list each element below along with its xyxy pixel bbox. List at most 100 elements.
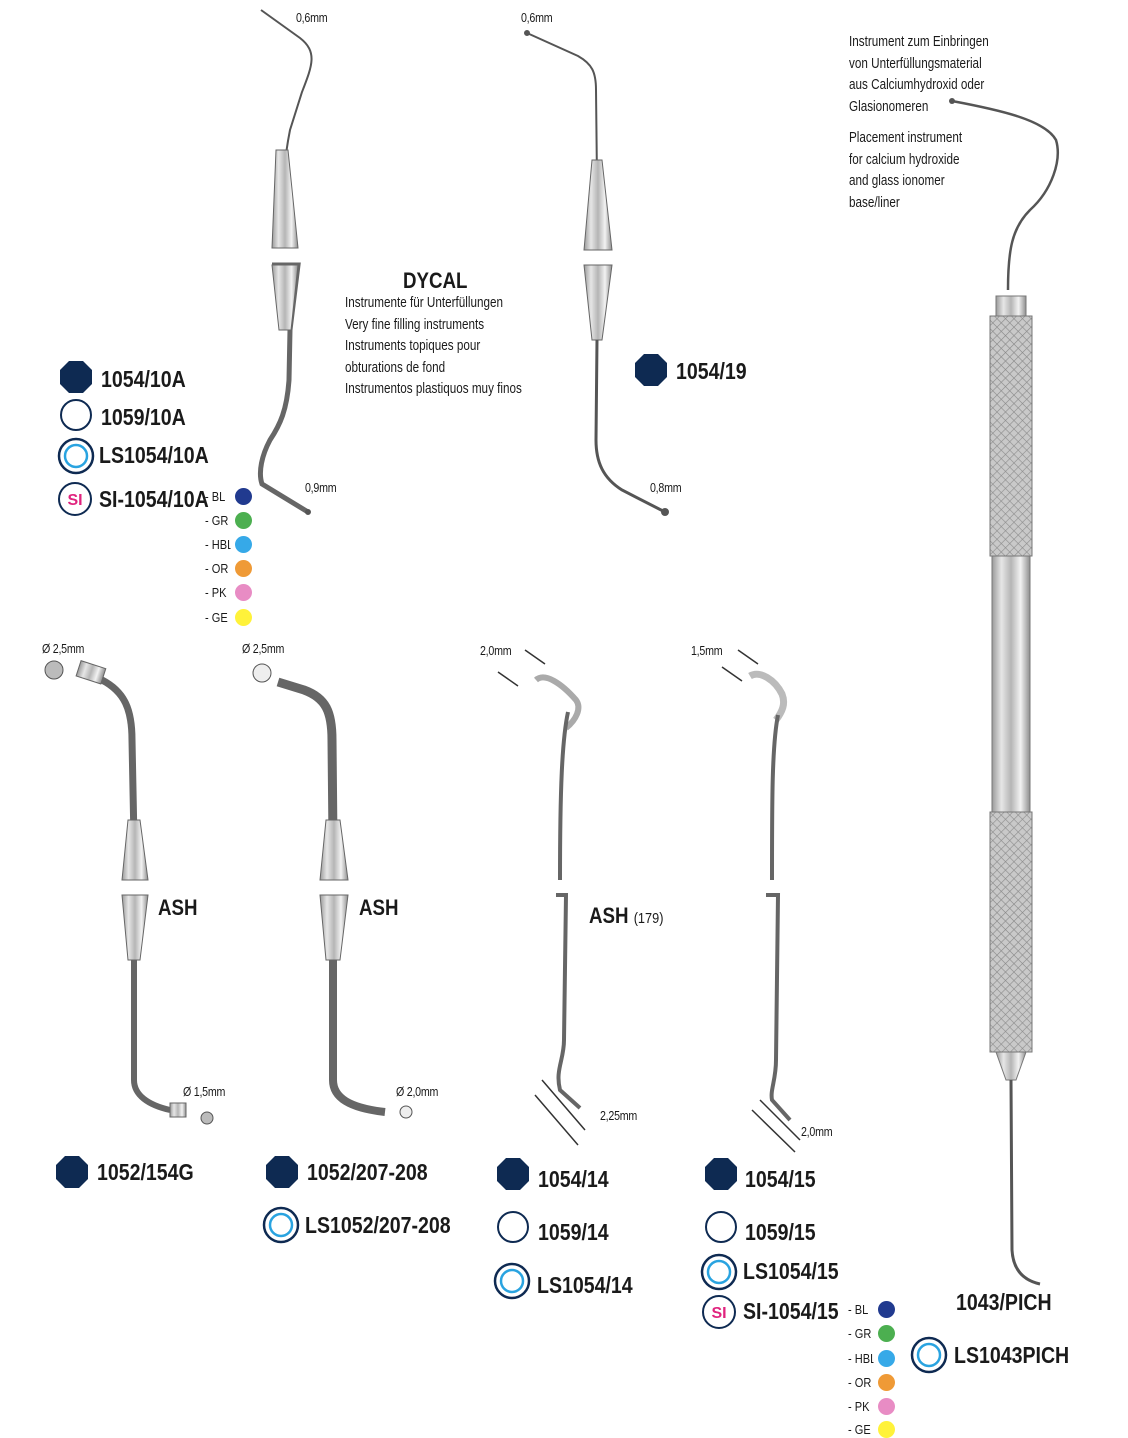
color-option-label: - PK <box>848 1399 870 1414</box>
product-code: 1059/10A <box>101 404 186 430</box>
dim-label: 0,8mm <box>650 480 682 495</box>
color-option-label: - HBL <box>848 1351 874 1366</box>
placement-line: aus Calciumhydroxid oder <box>849 76 985 93</box>
instrument-1043-pich <box>949 98 1059 1286</box>
product-code: 1052/154G <box>97 1159 194 1185</box>
color-dot <box>878 1325 895 1342</box>
product-code: 1054/14 <box>538 1166 609 1192</box>
color-dot <box>235 512 252 529</box>
instrument-1052-154g <box>44 660 214 1125</box>
placement-line: for calcium hydroxide <box>849 150 960 168</box>
placement-line: von Unterfüllungsmaterial <box>849 54 982 72</box>
placement-line: base/liner <box>849 193 900 211</box>
double-ring-icon <box>57 437 95 475</box>
color-option[interactable]: - GR <box>848 1325 895 1342</box>
color-option-label: - OR <box>205 561 229 576</box>
dim-label: 0,6mm <box>296 10 328 25</box>
instrument-1054-15 <box>721 649 801 1153</box>
instrument-1052-207-208 <box>252 663 413 1119</box>
ash-label: ASH <box>158 895 198 920</box>
color-option[interactable]: - GE <box>205 609 252 626</box>
ash-number: (179) <box>633 910 664 927</box>
color-dot <box>878 1350 895 1367</box>
dim-label: Ø 2,0mm <box>396 1084 439 1099</box>
color-option[interactable]: - HBL <box>205 536 252 553</box>
color-option[interactable]: - OR <box>848 1374 895 1391</box>
product-code: LS1054/15 <box>743 1258 839 1284</box>
product-code: 1043/PICH <box>956 1289 1052 1315</box>
instrument-1054-19 <box>524 30 669 516</box>
placement-description-en: Placement instrument for calcium hydroxi… <box>849 127 962 213</box>
color-dot <box>878 1301 895 1318</box>
color-option[interactable]: - PK <box>848 1398 895 1415</box>
color-option-label: - GR <box>205 513 229 528</box>
color-dot <box>235 536 252 553</box>
dycal-description: Instrumente für Unterfüllungen Very fine… <box>345 292 522 400</box>
product-code: 1054/19 <box>676 358 747 384</box>
dycal-line: Very fine filling instruments <box>345 315 485 333</box>
color-dot <box>235 584 252 601</box>
double-ring-icon <box>493 1262 531 1300</box>
octagon-icon <box>705 1158 737 1190</box>
dim-label: 2,0mm <box>801 1124 833 1139</box>
product-code: LS1052/207-208 <box>305 1212 451 1238</box>
color-option[interactable]: - HBL <box>848 1350 895 1367</box>
dycal-line: obturations de fond <box>345 358 446 376</box>
color-option[interactable]: - OR <box>205 560 252 577</box>
color-option-label: - GE <box>848 1422 871 1437</box>
ash-label-text: ASH <box>589 903 629 928</box>
color-option-label: - OR <box>848 1375 872 1390</box>
color-option-label: - GR <box>848 1326 872 1341</box>
octagon-icon <box>266 1156 298 1188</box>
color-option[interactable]: - PK <box>205 584 252 601</box>
si-text: SI <box>711 1305 726 1322</box>
product-code: LS1043PICH <box>954 1342 1070 1368</box>
dim-label: 2,0mm <box>480 643 512 658</box>
dycal-line: Instrumente für Unterfüllungen <box>345 294 504 311</box>
product-code: 1059/15 <box>745 1219 816 1245</box>
color-option[interactable]: - GE <box>848 1421 895 1438</box>
color-option[interactable]: - BL <box>205 488 252 505</box>
product-code: 1059/14 <box>538 1219 609 1245</box>
dim-label: 0,6mm <box>521 10 553 25</box>
dycal-line: Instrumentos plastiquos muy finos <box>345 380 522 397</box>
octagon-icon <box>60 361 92 393</box>
color-option[interactable]: - BL <box>848 1301 895 1318</box>
octagon-icon <box>497 1158 529 1190</box>
product-code: 1054/15 <box>745 1166 816 1192</box>
si-text: SI <box>67 492 82 509</box>
octagon-icon <box>635 354 667 386</box>
double-ring-icon <box>700 1253 738 1291</box>
ring-icon <box>497 1211 529 1243</box>
color-dot <box>878 1421 895 1438</box>
instrument-1054-14 <box>497 649 586 1146</box>
double-ring-icon <box>910 1336 948 1374</box>
product-code: LS1054/14 <box>537 1272 633 1298</box>
color-dot <box>878 1398 895 1415</box>
color-dot <box>235 560 252 577</box>
color-option-label: - GE <box>205 610 228 625</box>
ring-icon <box>705 1211 737 1243</box>
dim-label: 2,25mm <box>600 1108 638 1123</box>
ring-icon <box>60 399 92 431</box>
product-code: SI-1054/10A <box>99 486 209 512</box>
dim-label: 0,9mm <box>305 480 337 495</box>
color-option-label: - HBL <box>205 537 231 552</box>
placement-line: Instrument zum Einbringen <box>849 33 989 50</box>
si-icon: SI <box>702 1295 736 1329</box>
instrument-1054-10a <box>257 9 313 515</box>
placement-line: and glass ionomer <box>849 172 945 189</box>
color-dot <box>235 488 252 505</box>
dim-label: Ø 2,5mm <box>42 641 85 656</box>
product-code: LS1054/10A <box>99 442 209 468</box>
double-ring-icon <box>262 1206 300 1244</box>
color-dot <box>235 609 252 626</box>
placement-line: Glasionomeren <box>849 97 929 115</box>
ash-label: ASH (179) <box>589 903 663 929</box>
color-option[interactable]: - GR <box>205 512 252 529</box>
product-code: 1052/207-208 <box>307 1159 428 1185</box>
placement-description-de: Instrument zum Einbringen von Unterfüllu… <box>849 31 989 117</box>
placement-line: Placement instrument <box>849 129 963 146</box>
dim-label: 1,5mm <box>691 643 723 658</box>
